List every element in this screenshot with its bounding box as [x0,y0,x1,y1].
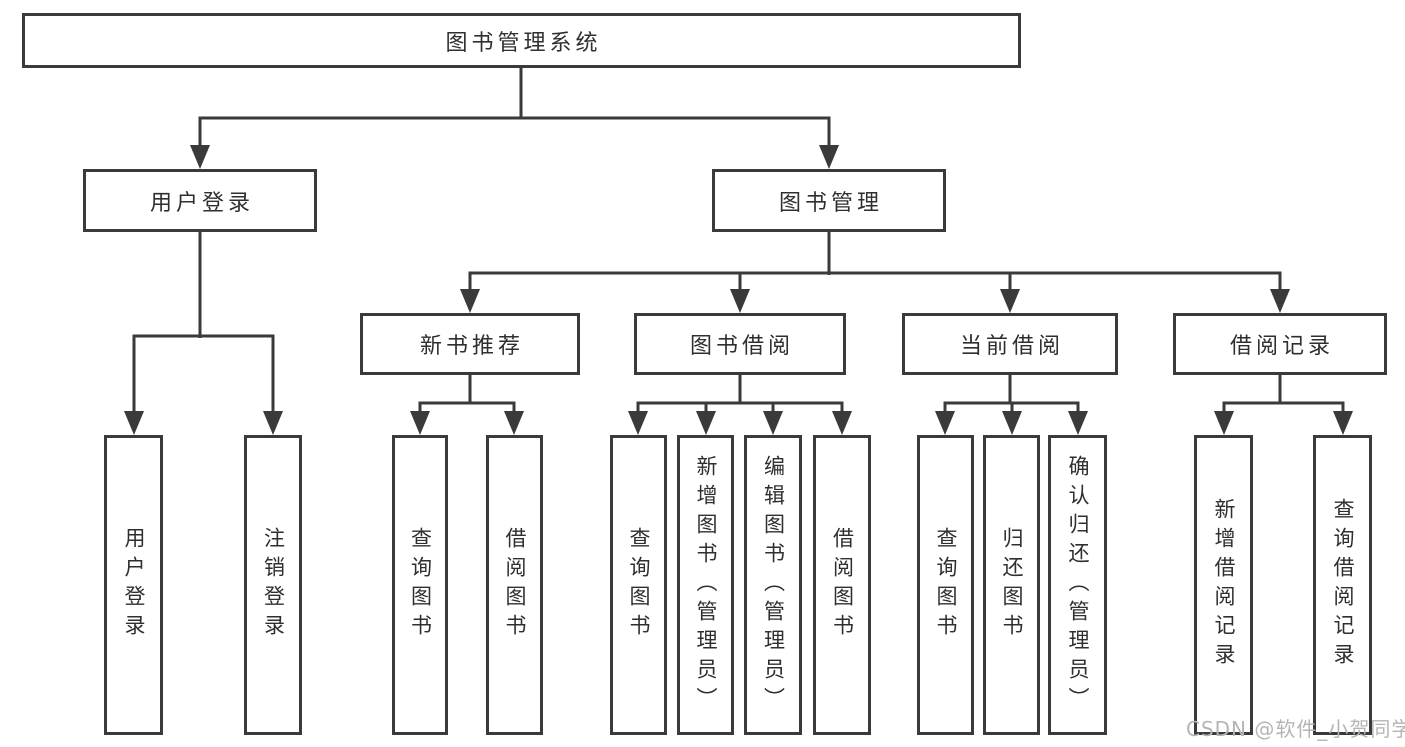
node-new-book-recommend-label: 新书推荐 [419,334,524,359]
leaf-borrowing-edit-books-admin-label: 编辑图书（管理员） [761,454,786,716]
leaf-borrowing-edit-books-admin: 编辑图书（管理员） [744,435,802,735]
node-user-login-label: 用户登录 [149,190,254,216]
arrowhead [190,145,210,169]
leaf-records-query-record-label: 查询借阅记录 [1331,498,1355,672]
arrowhead [460,289,480,313]
arrowhead [1068,411,1088,435]
node-book-management: 图书管理 [712,169,946,232]
arrowhead [763,411,783,435]
leaf-logout-label: 注销登录 [261,527,286,643]
leaf-borrowing-query-books: 查询图书 [610,435,667,735]
leaf-borrowing-borrow-books-label: 借阅图书 [830,527,855,643]
leaf-newbooks-borrow-books: 借阅图书 [486,435,543,735]
leaf-current-confirm-return-admin-label: 确认归还（管理员） [1066,454,1090,716]
leaf-borrowing-add-books-admin: 新增图书（管理员） [677,435,734,735]
leaf-current-confirm-return-admin: 确认归还（管理员） [1048,435,1107,735]
leaf-current-query-books: 查询图书 [917,435,974,735]
arrowhead [1000,289,1020,313]
node-book-management-label: 图书管理 [778,190,883,216]
connector-records-rail [1222,401,1345,413]
leaf-current-return-books: 归还图书 [983,435,1040,735]
node-current-borrowing-label: 当前借阅 [959,334,1064,359]
leaf-current-query-books-label: 查询图书 [934,527,958,643]
csdn-watermark: CSDN @软件_小贺同学 [1186,717,1405,741]
node-borrow-records: 借阅记录 [1173,313,1387,375]
arrowhead [696,411,716,435]
leaf-user-login-label: 用户登录 [122,527,146,643]
connector-newbooks-rail [418,401,516,413]
connector-current-rail [943,401,1080,413]
node-book-borrowing: 图书借阅 [634,313,846,375]
leaf-newbooks-query-books-label: 查询图书 [408,527,433,643]
arrowhead [819,145,839,169]
arrowhead [1333,411,1353,435]
arrowhead [832,411,852,435]
arrowhead [124,411,144,435]
leaf-records-add-record-label: 新增借阅记录 [1212,498,1236,672]
arrowhead [504,411,524,435]
leaf-borrowing-add-books-admin-label: 新增图书（管理员） [694,454,718,716]
connector-userlogin-rail [132,334,275,413]
leaf-records-add-record: 新增借阅记录 [1194,435,1253,735]
connector-level3-rail [468,271,1282,291]
arrowhead [410,411,430,435]
connector-bookborrow-rail [636,401,844,413]
arrowhead [1214,411,1234,435]
node-root-label: 图书管理系统 [445,30,602,56]
connector-level2-rail [198,116,831,147]
node-book-borrowing-label: 图书借阅 [689,334,794,359]
arrowhead [628,411,648,435]
node-new-book-recommend: 新书推荐 [360,313,580,375]
leaf-user-login: 用户登录 [104,435,163,735]
node-user-login: 用户登录 [83,169,317,232]
leaf-current-return-books-label: 归还图书 [1000,527,1024,643]
node-borrow-records-label: 借阅记录 [1229,334,1334,359]
leaf-logout: 注销登录 [244,435,302,735]
leaf-borrowing-borrow-books: 借阅图书 [813,435,871,735]
arrowhead [730,289,750,313]
leaf-newbooks-borrow-books-label: 借阅图书 [503,527,527,643]
leaf-newbooks-query-books: 查询图书 [392,435,448,735]
leaf-records-query-record: 查询借阅记录 [1313,435,1372,735]
leaf-borrowing-query-books-label: 查询图书 [627,527,651,643]
arrowhead [263,411,283,435]
arrowhead [1002,411,1022,435]
arrowhead [1270,289,1290,313]
arrowhead [935,411,955,435]
node-root: 图书管理系统 [22,13,1021,68]
node-current-borrowing: 当前借阅 [902,313,1118,375]
